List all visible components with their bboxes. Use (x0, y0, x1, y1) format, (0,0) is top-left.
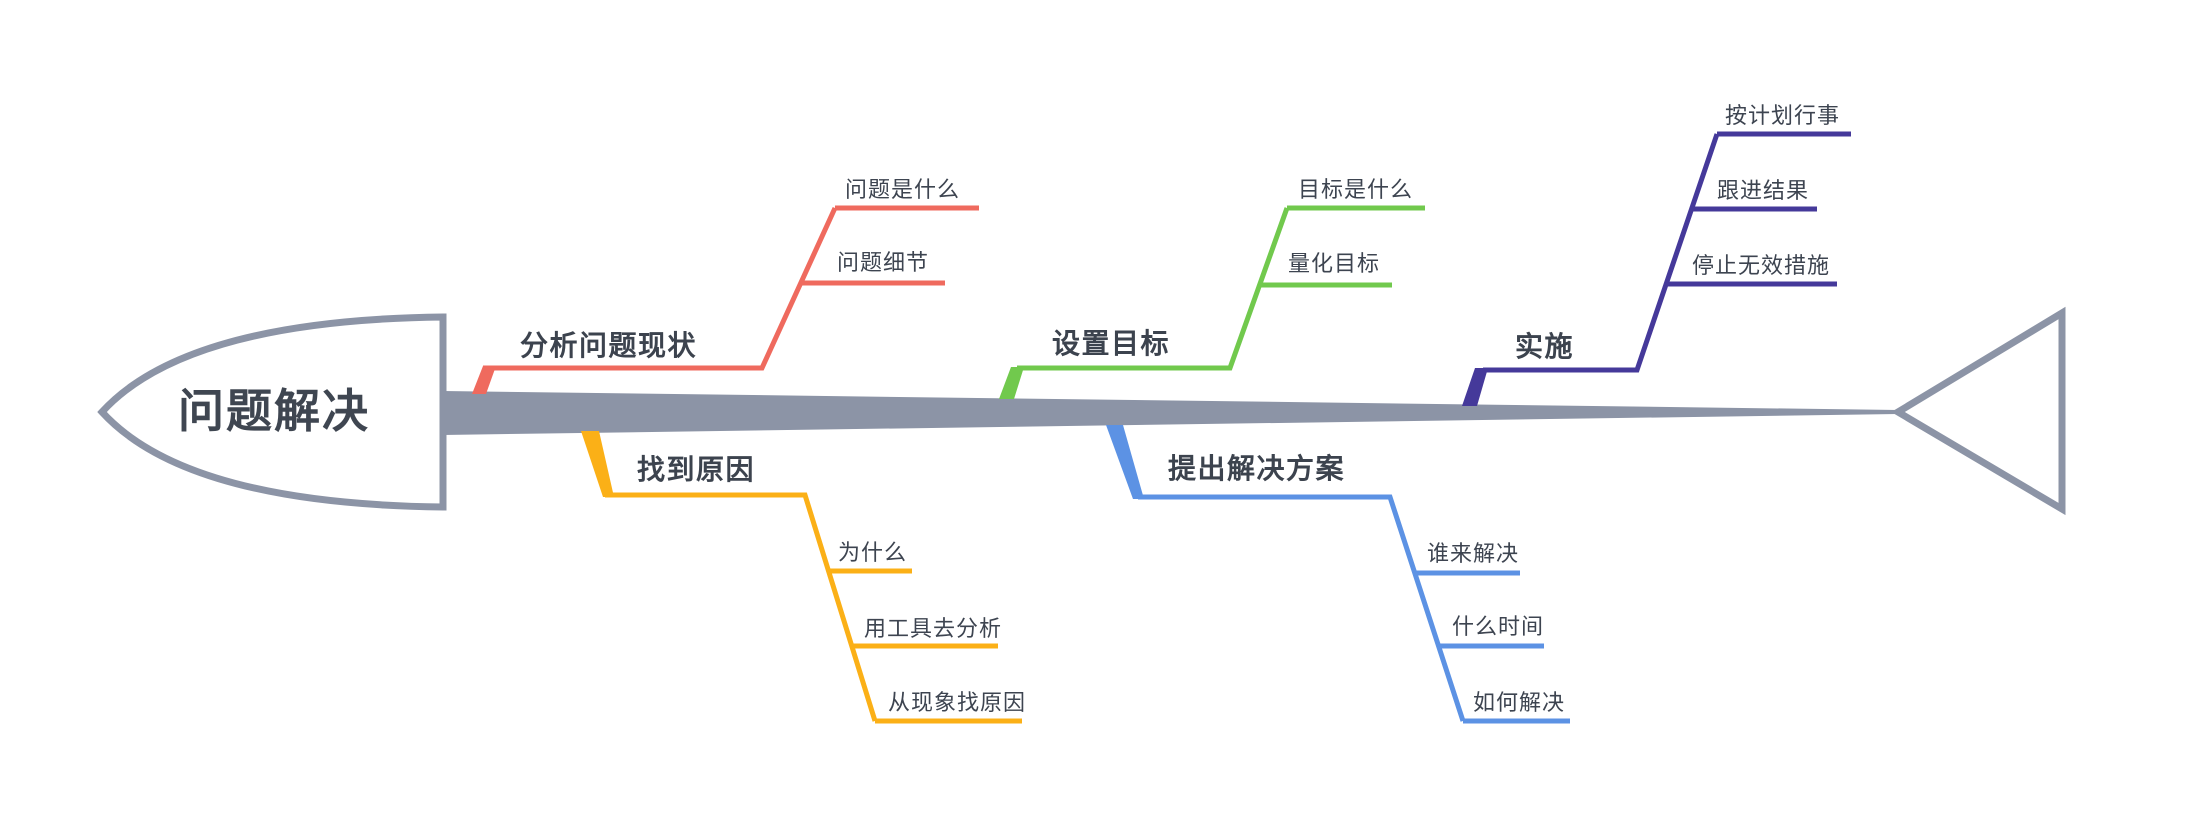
sub-label-what-is-goal[interactable]: 目标是什么 (1298, 176, 1414, 202)
sub-label-who-solves[interactable]: 谁来解决 (1427, 540, 1520, 566)
branch-analyze-line (483, 206, 838, 371)
branch-label-analyze[interactable]: 分析问题现状 (520, 330, 698, 362)
sub-label-analyze-with-tools[interactable]: 用工具去分析 (864, 615, 1003, 641)
sub-label-how-to-solve[interactable]: 如何解决 (1473, 689, 1566, 715)
fish-spine (443, 391, 1898, 435)
branch-label-implement[interactable]: 实施 (1515, 331, 1575, 363)
fish-head-shape[interactable] (97, 313, 447, 511)
branch-label-cause[interactable]: 找到原因 (637, 454, 756, 486)
branch-cause-stub (581, 431, 614, 497)
sub-label-follow-plan[interactable]: 按计划行事 (1725, 102, 1841, 128)
branch-cause-line (605, 492, 878, 722)
sub-label-problem-details[interactable]: 问题细节 (837, 249, 930, 275)
branch-goal-stub (999, 367, 1024, 399)
branch-solution-stub (1106, 425, 1144, 499)
sub-label-why[interactable]: 为什么 (838, 539, 908, 565)
branch-label-goal[interactable]: 设置目标 (1052, 328, 1171, 360)
fish-head-title[interactable]: 问题解决 (178, 385, 370, 437)
sub-label-what-is-problem[interactable]: 问题是什么 (845, 176, 961, 202)
branch-label-solution[interactable]: 提出解决方案 (1168, 453, 1346, 485)
sub-label-cause-from-phenomena[interactable]: 从现象找原因 (888, 689, 1027, 715)
fish-tail-shape (1891, 306, 2066, 516)
sub-label-quantify-goal[interactable]: 量化目标 (1288, 250, 1381, 276)
branch-solution-line (1138, 494, 1466, 722)
branch-goal-line (1017, 207, 1290, 371)
sub-label-track-results[interactable]: 跟进结果 (1717, 177, 1810, 203)
branch-analyze-stub (472, 366, 496, 394)
sub-label-stop-ineffective[interactable]: 停止无效措施 (1692, 252, 1831, 278)
sub-label-what-time[interactable]: 什么时间 (1452, 613, 1545, 639)
branch-implement-line (1483, 133, 1720, 373)
branch-implement-stub (1462, 368, 1488, 406)
